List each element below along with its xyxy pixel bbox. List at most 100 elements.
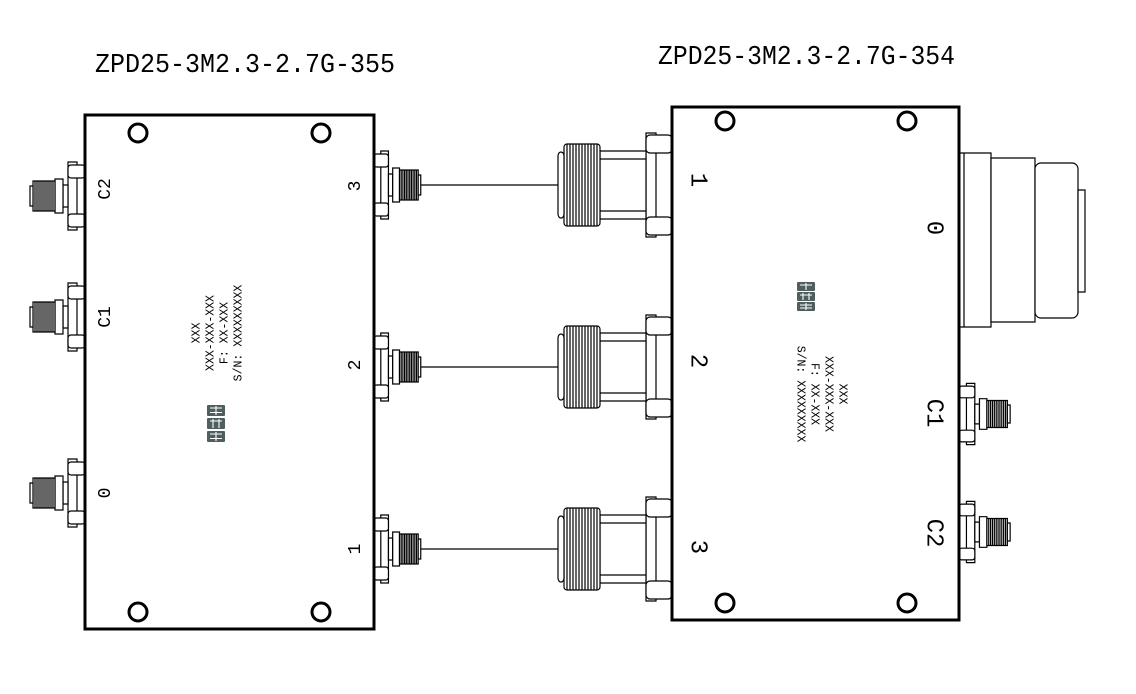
flange-ear-top	[68, 286, 85, 299]
connector-c1-left-device	[30, 283, 85, 351]
thread-lines	[401, 352, 416, 382]
thread-lines	[35, 478, 53, 508]
connector-tip	[558, 152, 564, 218]
connector-body	[600, 151, 646, 219]
flange-ear-top	[68, 165, 85, 178]
connector-body	[991, 158, 1035, 322]
body-edge-lines	[600, 523, 646, 575]
connector-neck	[63, 185, 68, 207]
flange-ear-bottom	[374, 567, 388, 580]
device-right: 1 2 3 0 C1 C2 XXX XXX-XXX-XXX F: XX-XXX …	[672, 107, 959, 620]
port-label: C1	[96, 306, 116, 328]
connector-neck	[63, 482, 68, 504]
port-label: 1	[684, 173, 711, 187]
connector-tip	[558, 334, 564, 400]
port-label: 3	[684, 540, 711, 554]
thread-body	[987, 519, 1007, 546]
port-label: C2	[96, 178, 116, 200]
connector-neck	[975, 404, 980, 424]
thread-lines	[989, 401, 1006, 428]
port-label: 2	[684, 354, 711, 368]
thread-lines	[567, 326, 597, 408]
connector-c2-right-device	[959, 501, 1010, 562]
device-marking: XXX XXX-XXX-XXX F: XX-XXX S/N: XXXXXXXXX	[191, 285, 246, 382]
mounting-hole	[716, 594, 734, 612]
connector-tip	[418, 357, 421, 377]
hex-nut	[393, 350, 400, 384]
mounting-hole	[129, 124, 147, 142]
connector-0-right-device	[959, 153, 1085, 327]
connector-body	[600, 515, 646, 583]
marking-line: S/N: XXXXXXXXX	[233, 285, 246, 382]
thread-lines	[35, 302, 53, 332]
device-title-left: ZPD25-3M2.3-2.7G-355	[95, 51, 395, 81]
mounting-hole	[312, 124, 330, 142]
hex-nut	[979, 399, 986, 430]
marking-line: XXX-XXX-XXX	[205, 295, 218, 371]
mounting-hole	[312, 603, 330, 621]
port-label: C2	[920, 519, 947, 548]
connector-c1-right-device	[959, 383, 1010, 444]
port-label: 3	[346, 181, 366, 192]
flange-ear-bottom	[959, 430, 975, 442]
hex-nut	[393, 168, 400, 202]
flange-ear-bottom	[374, 203, 388, 216]
body-edge-lines	[600, 341, 646, 393]
flange-ear-top	[959, 504, 975, 516]
flange-ear-top	[646, 499, 672, 517]
marking-line: F: XX-XXX	[219, 302, 232, 364]
connector-tip	[558, 516, 564, 582]
thread-lines	[35, 181, 53, 211]
port-label: 0	[96, 488, 116, 499]
mounting-hole	[898, 594, 916, 612]
device-body	[672, 107, 959, 620]
connector-tip	[1007, 405, 1010, 423]
connector-0-left-device	[30, 459, 85, 527]
connector-1-left-device	[374, 515, 421, 583]
thread-body	[33, 478, 55, 508]
device-marking: XXX XXX-XXX-XXX F: XX-XXX S/N: XXXXXXXXX	[794, 346, 849, 443]
connector-tip	[30, 186, 33, 206]
hex-nut	[55, 476, 63, 510]
flange-ear-top	[646, 135, 672, 153]
mounting-hole	[898, 112, 916, 130]
thread-body	[33, 181, 55, 211]
flange-ear-bottom	[68, 214, 85, 227]
hex-nut	[979, 517, 986, 548]
marking-line: XXX	[836, 384, 849, 405]
brand-logo	[797, 282, 815, 311]
flange-ear-bottom	[68, 511, 85, 524]
connector-body	[600, 333, 646, 401]
connector-tip	[418, 175, 421, 195]
connector-tip	[1007, 523, 1010, 541]
marking-line: XXX-XXX-XXX	[822, 356, 835, 432]
connector-end-cap	[1078, 190, 1085, 292]
thread-body	[987, 401, 1007, 428]
flange-ear-bottom	[646, 399, 672, 417]
connector-2-left-device	[374, 333, 421, 401]
device-title-right: ZPD25-3M2.3-2.7G-354	[658, 43, 955, 73]
hex-nut	[55, 179, 63, 213]
flange-ear-top	[646, 317, 672, 335]
hex-nut	[393, 532, 400, 566]
thread-lines	[989, 519, 1006, 546]
logo-strokes	[210, 406, 222, 441]
port-label: C1	[920, 399, 947, 428]
connector-c2-left-device	[30, 162, 85, 230]
thread-lines	[567, 508, 597, 590]
flange-ear-bottom	[374, 385, 388, 398]
connector-neck	[388, 538, 392, 560]
flange-ear-top	[959, 386, 975, 398]
flange-ear-bottom	[646, 217, 672, 235]
cables	[421, 185, 558, 549]
flange-ear-top	[374, 336, 388, 349]
flange-ear-bottom	[959, 548, 975, 560]
thread-lines	[567, 144, 597, 226]
body-edge-lines	[600, 159, 646, 211]
thread-lines	[401, 170, 416, 200]
connector-tip	[418, 539, 421, 559]
logo-glyph	[207, 418, 225, 429]
flange-ear-top	[374, 518, 388, 531]
connectors-layer	[30, 133, 1010, 601]
connector-housing	[1035, 163, 1078, 318]
